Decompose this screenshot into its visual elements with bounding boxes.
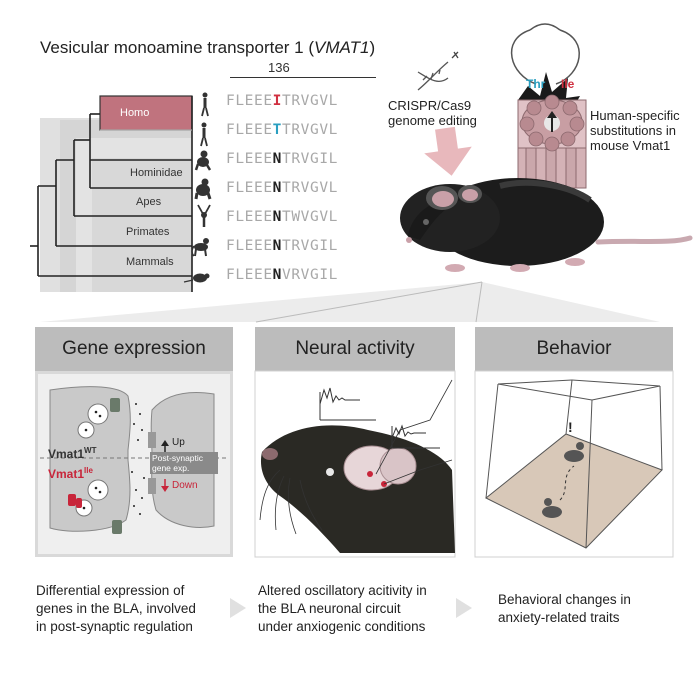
mouse-illustration (400, 178, 693, 272)
tree-lines (30, 96, 193, 292)
sequence-row: FLEEENTRVGIL (226, 238, 338, 254)
up-label: Up (172, 437, 185, 448)
arrow-2 (456, 598, 472, 618)
figure-title: Vesicular monoamine transporter 1 (VMAT1… (40, 38, 376, 57)
monkey-icon (191, 238, 209, 257)
vmat1-wt-label: Vmat1WT (48, 446, 97, 461)
chimpanzee-icon (194, 150, 212, 171)
mouse-icon (183, 273, 210, 283)
gorilla-icon (194, 178, 212, 200)
clade-apes: Apes (136, 196, 162, 208)
down-label: Down (172, 480, 198, 491)
editing-arrow (424, 126, 472, 176)
synapse-diagram (40, 386, 228, 534)
tree-box-hominidae (92, 158, 192, 292)
svg-text:!: ! (568, 419, 573, 435)
sequence-row: FLEEENTWVGVL (226, 209, 338, 225)
sequence-row: FLEEENVRVGIL (226, 267, 338, 283)
rat-head-illustration (259, 379, 455, 553)
clade-homo: Homo (120, 107, 150, 119)
clade-primates: Primates (126, 226, 170, 238)
transporter-icon (510, 23, 587, 189)
species-icons (183, 92, 212, 283)
gibbon-icon (197, 204, 211, 227)
ile-label: Ile (561, 77, 575, 91)
clade-hominidae: Hominidae (130, 167, 183, 179)
dna-icon (417, 51, 459, 91)
arrow-1 (230, 598, 246, 618)
panel-title-behavior: Behavior (536, 338, 612, 359)
thr-label: Thr (526, 77, 546, 91)
sequence-row: FLEEENTRVGVL (226, 180, 338, 196)
neanderthal-icon (200, 122, 208, 147)
sequence-row: FLEEENTRVGIL (226, 151, 338, 167)
residue-position: 136 (268, 60, 290, 75)
sequence-row: FLEEETTRVGVL (226, 122, 338, 138)
connector-fan (40, 282, 660, 322)
sequence-row: FLEEEITRVGVL (226, 93, 338, 109)
position-line (230, 77, 376, 78)
homo-box (99, 95, 193, 131)
clade-mammals: Mammals (126, 256, 174, 268)
panel-title-gene-expression: Gene expression (62, 338, 206, 359)
arena-illustration: ! (485, 379, 663, 549)
vmat1-ile-label: Vmat1Ile (48, 466, 93, 481)
panel-title-neural-activity: Neural activity (295, 338, 415, 359)
human-icon (201, 92, 209, 117)
